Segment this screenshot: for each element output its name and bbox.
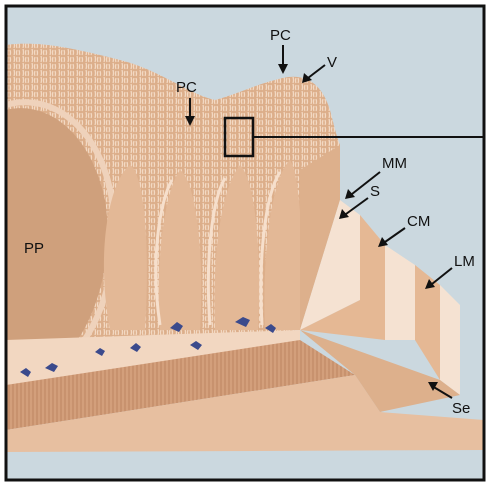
- label-v: V: [327, 54, 337, 71]
- label-s: S: [370, 183, 380, 200]
- label-lm: LM: [454, 253, 475, 270]
- label-cm: CM: [407, 213, 430, 230]
- label-pc-left: PC: [176, 79, 197, 96]
- label-se: Se: [452, 400, 470, 417]
- label-pc-top: PC: [270, 27, 291, 44]
- label-mm: MM: [382, 155, 407, 172]
- label-pp: PP: [24, 240, 44, 257]
